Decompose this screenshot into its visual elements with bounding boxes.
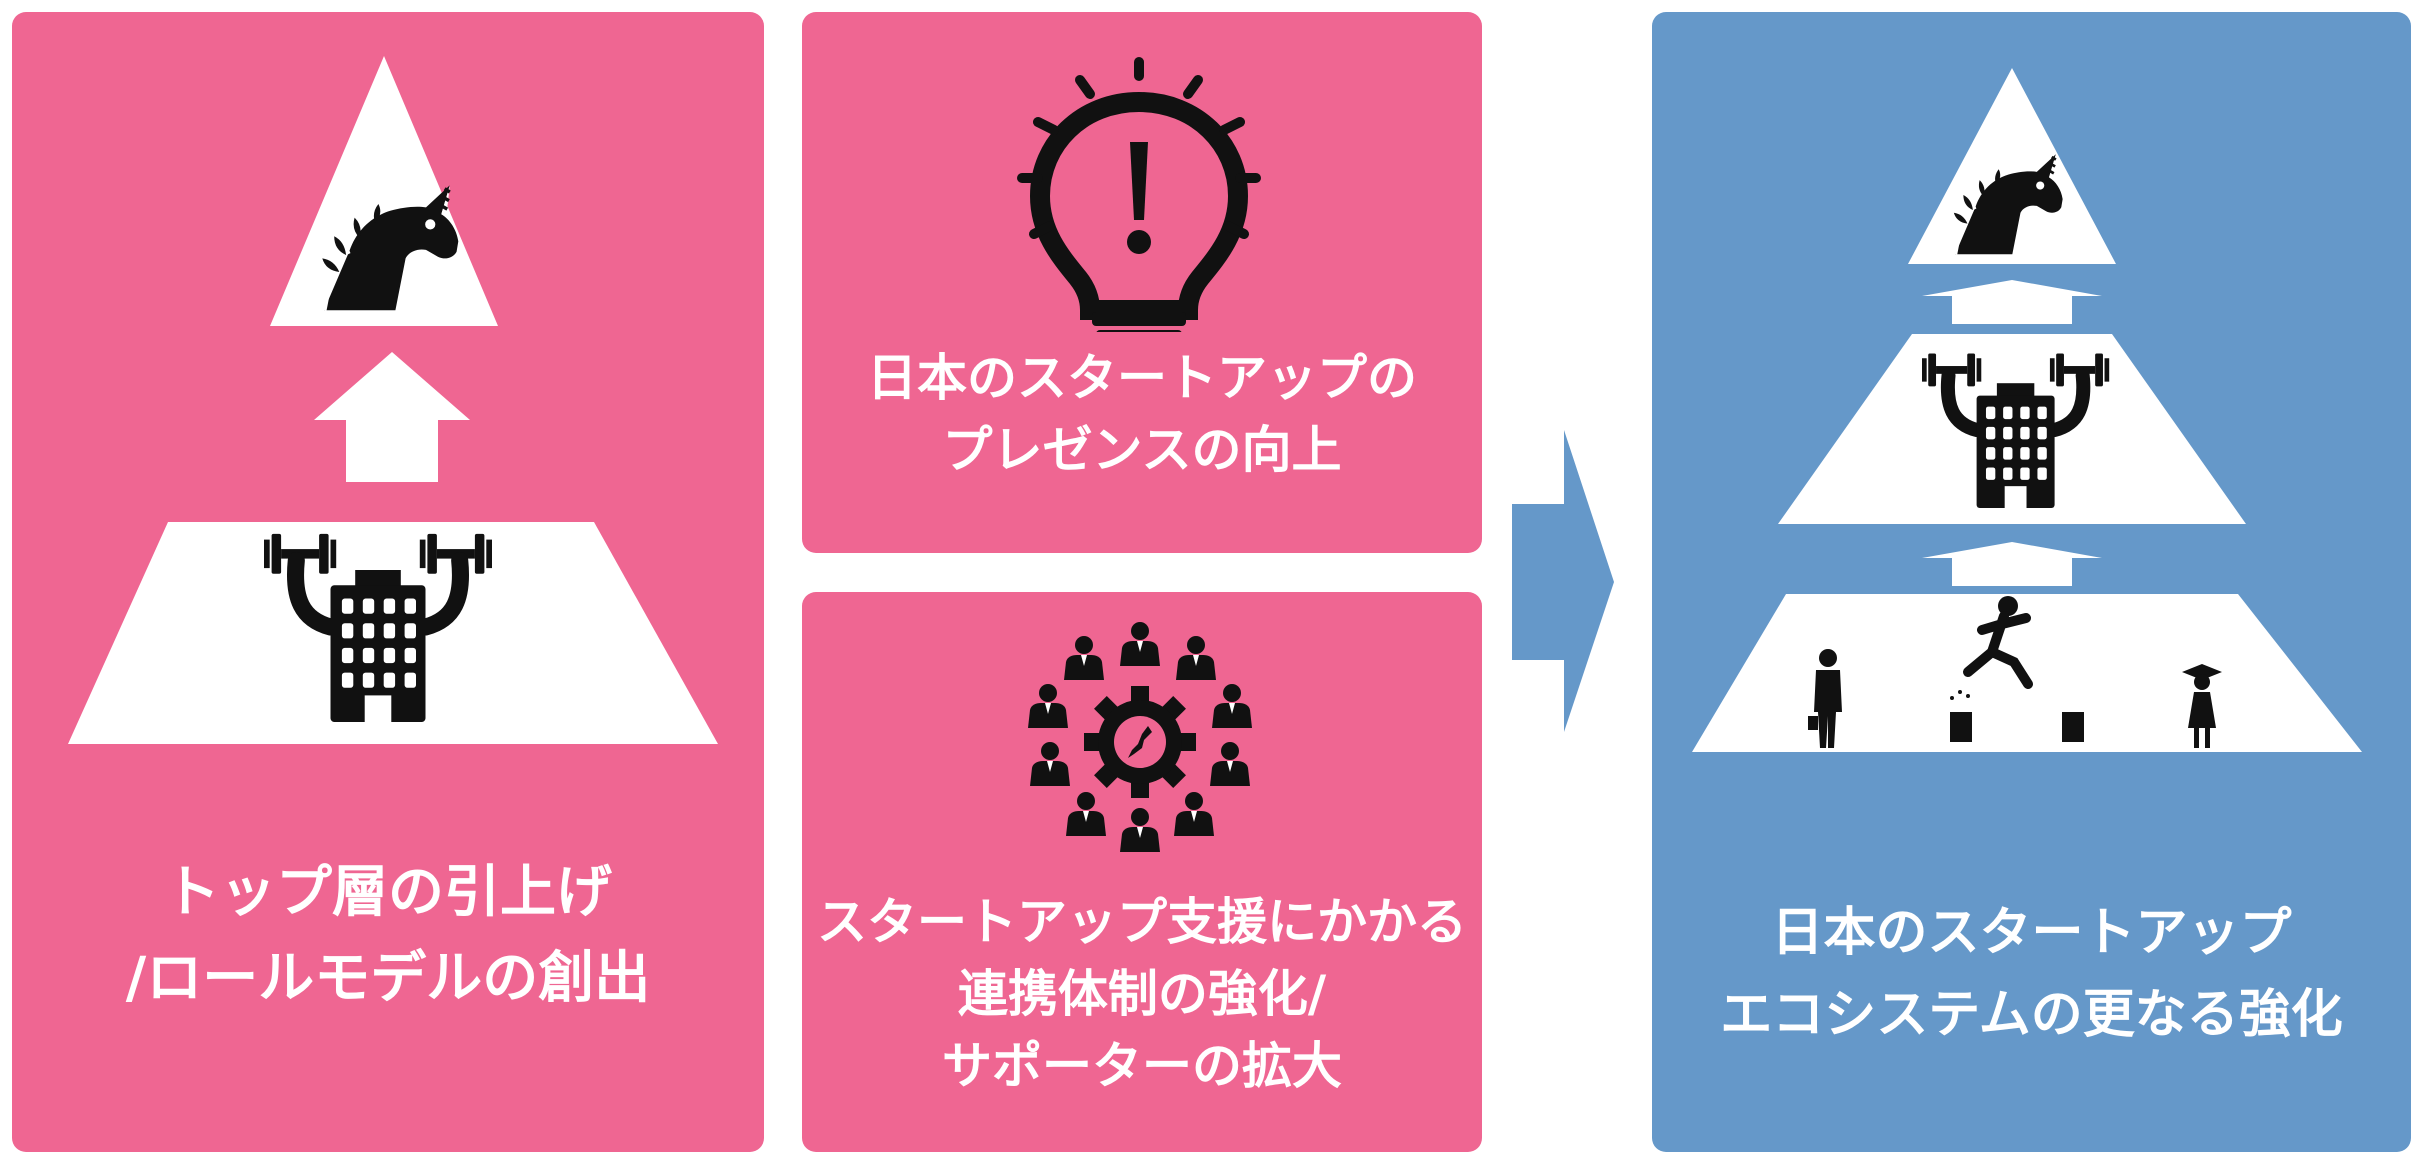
center-top-caption-line2: プレゼンスの向上	[942, 421, 1342, 479]
lightbulb-exclamation-icon	[1017, 57, 1261, 332]
person-icon	[1174, 792, 1214, 836]
center-bottom-panel: スタートアップ支援にかかる 連携体制の強化/ サポーターの拡大	[802, 592, 1482, 1152]
person-icon	[1176, 636, 1216, 680]
lightbulb-illustration	[1017, 57, 1261, 332]
up-arrow-icon	[1922, 542, 2102, 586]
center-bottom-caption-line3: サポーターの拡大	[942, 1037, 1342, 1095]
left-panel-illustration	[68, 56, 718, 744]
person-icon	[1028, 684, 1068, 728]
graduate-icon	[2182, 664, 2222, 748]
left-caption-line2: /ロールモデルの創出	[125, 946, 651, 1011]
right-arrow-icon	[1512, 430, 1614, 732]
gear-japan-icon	[1084, 686, 1196, 798]
right-caption-line2: エコシステムの更なる強化	[1720, 985, 2343, 1045]
person-icon	[1120, 808, 1160, 852]
center-top-panel: 日本のスタートアップの プレゼンスの向上	[802, 12, 1482, 553]
left-panel-caption: トップ層の引上げ /ロールモデルの創出	[12, 850, 764, 1022]
right-panel: 日本のスタートアップ エコシステムの更なる強化	[1652, 12, 2411, 1152]
network-illustration	[1028, 622, 1252, 852]
ecosystem-pyramid-illustration	[1692, 68, 2362, 752]
right-panel-caption: 日本のスタートアップ エコシステムの更なる強化	[1652, 892, 2411, 1056]
businessman-icon	[1808, 649, 1842, 748]
left-panel: トップ層の引上げ /ロールモデルの創出	[12, 12, 764, 1152]
left-caption-line1: トップ層の引上げ	[164, 860, 612, 925]
person-icon	[1066, 792, 1106, 836]
right-caption-line1: 日本のスタートアップ	[1771, 903, 2292, 963]
jumping-person-icon	[1950, 596, 2084, 742]
person-icon	[1064, 636, 1104, 680]
person-icon	[1212, 684, 1252, 728]
person-icon	[1210, 742, 1250, 786]
center-top-caption-line1: 日本のスタートアップの	[867, 349, 1417, 407]
center-bottom-caption-line1: スタートアップ支援にかかる	[817, 893, 1467, 951]
top-tier-triangle	[270, 56, 498, 326]
up-arrow-icon	[1922, 280, 2102, 324]
up-arrow-icon	[314, 352, 470, 482]
center-bottom-caption-line2: 連携体制の強化/	[957, 965, 1327, 1023]
center-bottom-caption: スタートアップ支援にかかる 連携体制の強化/ サポーターの拡大	[802, 886, 1482, 1102]
center-top-caption: 日本のスタートアップの プレゼンスの向上	[802, 342, 1482, 486]
person-icon	[1120, 622, 1160, 666]
person-icon	[1030, 742, 1070, 786]
